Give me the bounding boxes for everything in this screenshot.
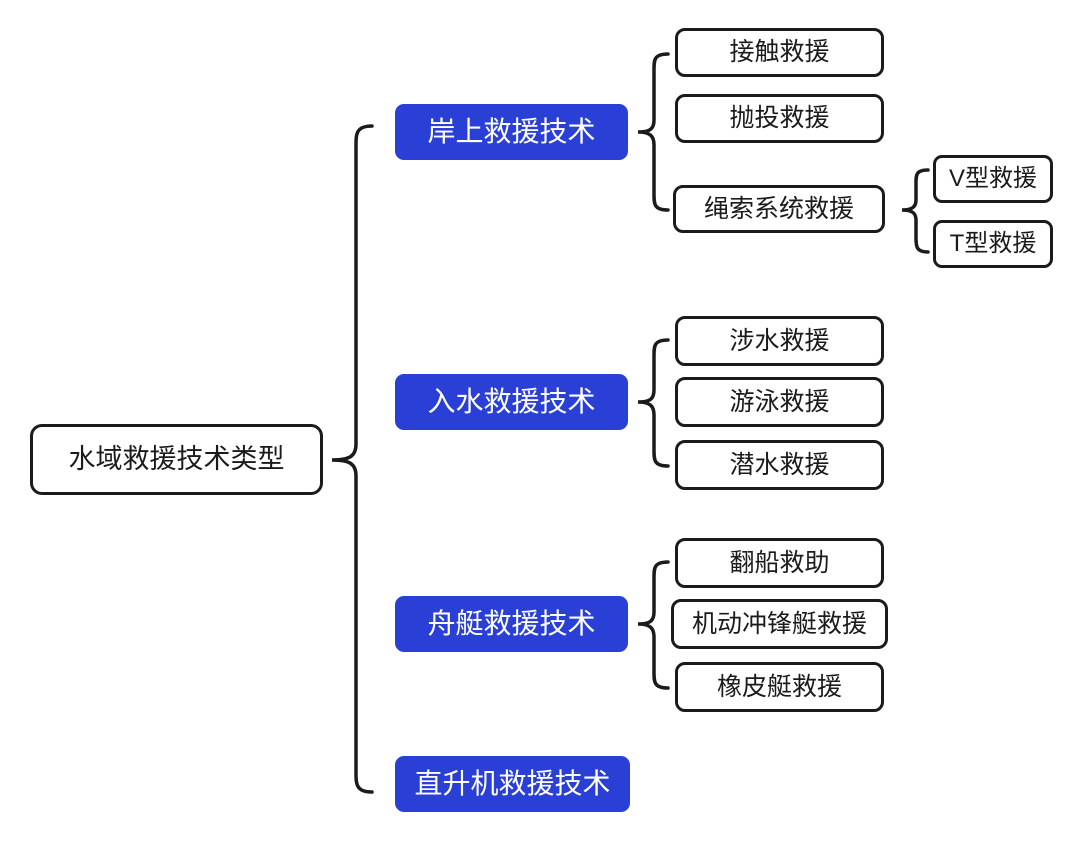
brace-subbranch-rope: [901, 168, 930, 254]
leaf-node-3-2[interactable]: 机动冲锋艇救援: [671, 599, 888, 649]
branch-node-1-label: 岸上救援技术: [427, 116, 596, 147]
branch-node-2[interactable]: 入水救援技术: [395, 374, 628, 430]
leaf-node-1-3-label: 绳索系统救援: [703, 194, 854, 223]
leaf-node-1-3-2-label: T型救援: [949, 230, 1037, 257]
leaf-node-1-1-label: 接触救援: [729, 38, 830, 66]
leaf-node-3-1-label: 翻船救助: [729, 548, 830, 577]
leaf-node-3-3-label: 橡皮艇救援: [716, 672, 842, 701]
leaf-node-2-1[interactable]: 涉水救援: [675, 316, 884, 366]
leaf-node-1-1[interactable]: 接触救援: [675, 28, 884, 77]
brace-root: [331, 124, 374, 794]
leaf-node-3-1[interactable]: 翻船救助: [675, 538, 884, 588]
leaf-node-2-3[interactable]: 潜水救援: [675, 440, 884, 490]
branch-node-4[interactable]: 直升机救援技术: [395, 756, 630, 812]
leaf-node-1-3-1[interactable]: V型救援: [933, 155, 1053, 203]
leaf-node-2-2-label: 游泳救援: [729, 387, 830, 416]
branch-node-1[interactable]: 岸上救援技术: [395, 104, 628, 160]
leaf-node-1-3-1-label: V型救援: [948, 165, 1037, 192]
leaf-node-2-2[interactable]: 游泳救援: [675, 377, 884, 427]
branch-node-4-label: 直升机救援技术: [414, 768, 611, 799]
leaf-node-1-2-label: 抛投救援: [729, 104, 830, 132]
leaf-node-1-2[interactable]: 抛投救援: [675, 94, 884, 143]
brace-branch-3: [637, 560, 670, 690]
branch-node-3-label: 舟艇救援技术: [427, 608, 596, 639]
leaf-node-1-3[interactable]: 绳索系统救援: [673, 185, 885, 233]
root-node[interactable]: 水域救援技术类型: [30, 424, 323, 495]
brace-branch-1: [637, 52, 670, 212]
root-node-label: 水域救援技术类型: [68, 444, 285, 474]
branch-node-3[interactable]: 舟艇救援技术: [395, 596, 628, 652]
leaf-node-2-1-label: 涉水救援: [729, 326, 830, 355]
leaf-node-3-2-label: 机动冲锋艇救援: [691, 609, 867, 638]
leaf-node-1-3-2[interactable]: T型救援: [933, 220, 1053, 268]
leaf-node-2-3-label: 潜水救援: [729, 450, 830, 479]
branch-node-2-label: 入水救援技术: [427, 386, 596, 417]
leaf-node-3-3[interactable]: 橡皮艇救援: [675, 662, 884, 712]
brace-branch-2: [637, 338, 670, 468]
